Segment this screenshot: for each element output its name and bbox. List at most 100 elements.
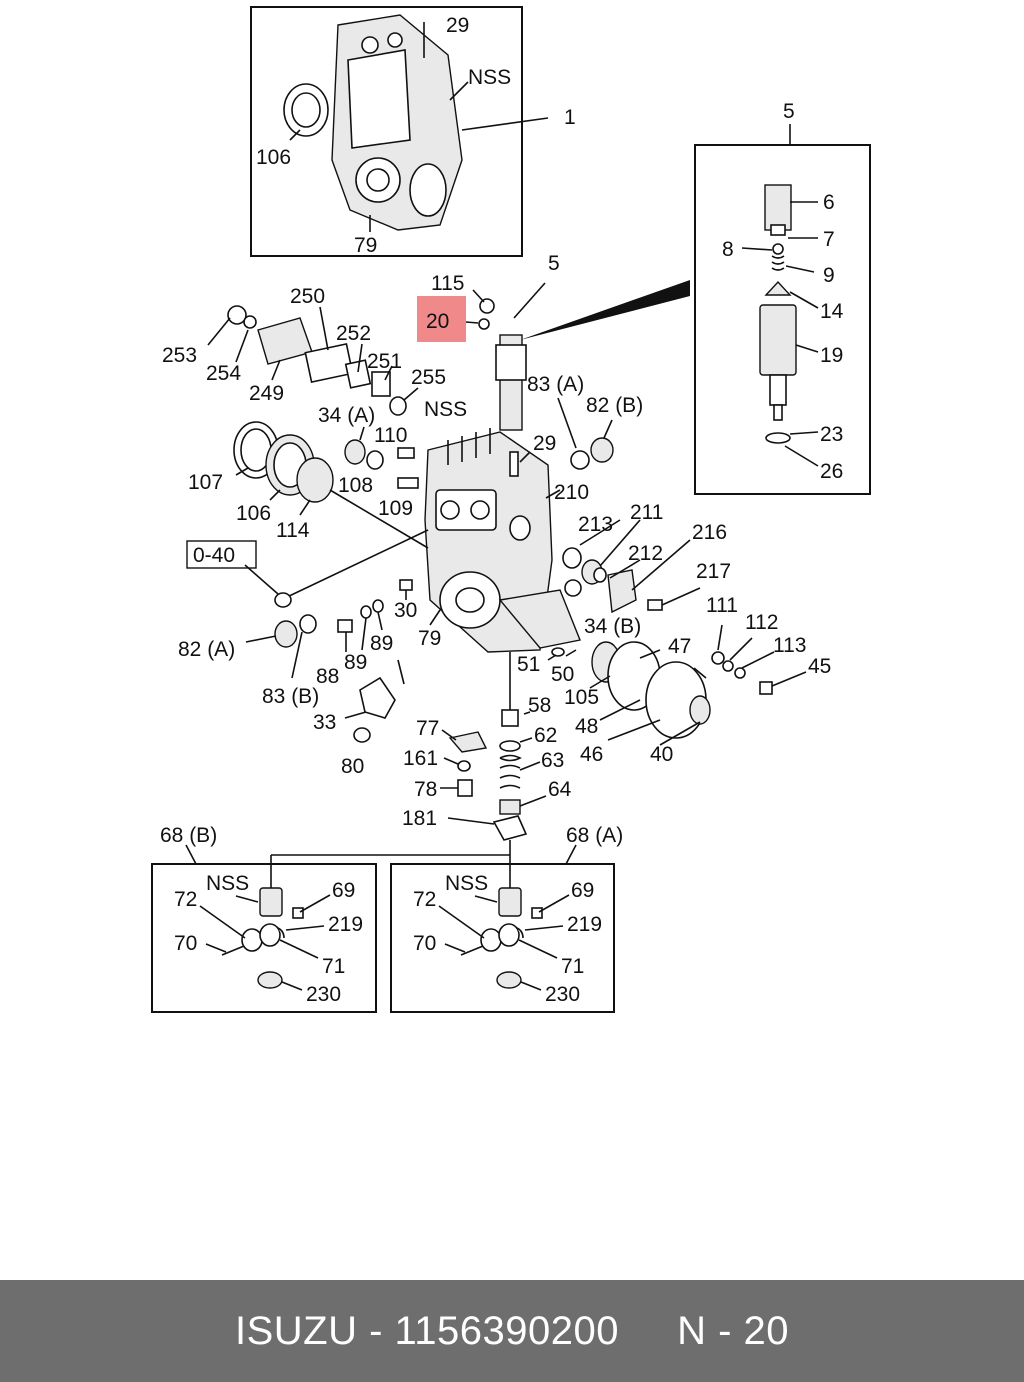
callout-78: 78 xyxy=(414,778,437,801)
callout-48: 48 xyxy=(575,715,598,738)
inset-b-callout-70: 70 xyxy=(174,932,197,955)
inset-a-callout-72: 72 xyxy=(413,888,436,911)
callout-50: 50 xyxy=(551,663,574,686)
callout-63: 63 xyxy=(541,749,564,772)
callout-213: 213 xyxy=(578,513,613,536)
inset-delivery-valve xyxy=(694,124,871,495)
callout-83a: 83 (A) xyxy=(527,373,584,396)
inset-a-callout-nss: NSS xyxy=(445,872,488,895)
callout-105: 105 xyxy=(564,686,599,709)
footer-separator: - xyxy=(357,1308,395,1353)
callout-46: 46 xyxy=(580,743,603,766)
callout-88: 88 xyxy=(316,665,339,688)
callout-89-b: 89 xyxy=(344,651,367,674)
callout-26: 26 xyxy=(820,460,843,483)
callout-211: 211 xyxy=(630,501,663,524)
inset-b-callout-230: 230 xyxy=(306,983,341,1006)
callout-nss-a: NSS xyxy=(468,66,511,89)
inset-a-callout-230: 230 xyxy=(545,983,580,1006)
callout-181: 181 xyxy=(402,807,437,830)
callout-216: 216 xyxy=(692,521,727,544)
callout-161: 161 xyxy=(403,747,438,770)
callout-5-b: 5 xyxy=(548,252,560,275)
inset-a-callout-69: 69 xyxy=(571,879,594,902)
callout-107: 107 xyxy=(188,471,223,494)
callout-251: 251 xyxy=(367,350,402,373)
footer-part-number: 1156390200 xyxy=(394,1308,620,1353)
callout-80: 80 xyxy=(341,755,364,778)
callout-64: 64 xyxy=(548,778,572,801)
callout-30: 30 xyxy=(394,599,417,622)
inset-b-callout-71: 71 xyxy=(322,955,345,978)
inset-b-callout-219: 219 xyxy=(328,913,363,936)
callout-79-b: 79 xyxy=(418,627,441,650)
callout-79-a: 79 xyxy=(354,234,377,257)
callout-7: 7 xyxy=(823,228,835,251)
inset-68a-tappet xyxy=(390,863,615,1013)
callout-89-a: 89 xyxy=(370,632,393,655)
callout-34b: 34 (B) xyxy=(584,615,641,638)
footer-page-label: N - 20 xyxy=(677,1308,790,1353)
callout-253: 253 xyxy=(162,344,197,367)
callout-210: 210 xyxy=(554,481,589,504)
callout-217: 217 xyxy=(696,560,731,583)
callout-77: 77 xyxy=(416,717,439,740)
callout-212: 212 xyxy=(628,542,663,565)
callout-0-40: 0-40 xyxy=(193,544,235,567)
highlight-box-part-20 xyxy=(417,296,466,342)
callout-82b: 82 (B) xyxy=(586,394,643,417)
callout-6: 6 xyxy=(823,191,835,214)
callout-33: 33 xyxy=(313,711,336,734)
callout-255: 255 xyxy=(411,366,446,389)
callout-19: 19 xyxy=(820,344,843,367)
inset-a-callout-71: 71 xyxy=(561,955,584,978)
callout-106-a: 106 xyxy=(256,146,291,169)
callout-040-box xyxy=(186,540,257,569)
callout-29-a: 29 xyxy=(446,14,469,37)
callout-254: 254 xyxy=(206,362,241,385)
callout-20: 20 xyxy=(426,310,449,333)
callout-108: 108 xyxy=(338,474,373,497)
inset-b-callout-nss: NSS xyxy=(206,872,249,895)
callout-113: 113 xyxy=(773,634,806,657)
callout-82a: 82 (A) xyxy=(178,638,235,661)
callout-106-b: 106 xyxy=(236,502,271,525)
callout-110: 110 xyxy=(374,424,407,447)
inset-pointer-wedge xyxy=(520,280,690,340)
callout-62: 62 xyxy=(534,724,557,747)
inset-pump-housing xyxy=(250,6,549,257)
inset-b-callout-72: 72 xyxy=(174,888,197,911)
part-number-footer: ISUZU - 1156390200 N - 20 xyxy=(0,1280,1024,1382)
callout-40: 40 xyxy=(650,743,673,766)
callout-68b: 68 (B) xyxy=(160,824,217,847)
callout-249: 249 xyxy=(249,382,284,405)
exploded-parts-diagram: 29 NSS 1 106 79 5 6 7 8 9 14 19 23 26 xyxy=(151,6,871,1013)
callout-23: 23 xyxy=(820,423,843,446)
callout-83b: 83 (B) xyxy=(262,685,319,708)
footer-brand: ISUZU xyxy=(234,1308,358,1353)
callout-29-b: 29 xyxy=(533,432,556,455)
inset-a-callout-70: 70 xyxy=(413,932,436,955)
callout-34a: 34 (A) xyxy=(318,404,375,427)
callout-114: 114 xyxy=(276,519,310,542)
callout-51: 51 xyxy=(517,653,540,676)
callout-1: 1 xyxy=(564,106,576,129)
callout-47: 47 xyxy=(668,635,691,658)
inset-68b-tappet xyxy=(151,863,377,1013)
callout-58: 58 xyxy=(528,694,551,717)
callout-45: 45 xyxy=(808,655,831,678)
inset-b-callout-69: 69 xyxy=(332,879,355,902)
callout-nss-b: NSS xyxy=(424,398,467,421)
callout-252: 252 xyxy=(336,322,371,345)
inset-a-callout-219: 219 xyxy=(567,913,602,936)
callout-68a: 68 (A) xyxy=(566,824,623,847)
callout-109: 109 xyxy=(378,497,413,520)
callout-8: 8 xyxy=(722,238,734,261)
callout-250: 250 xyxy=(290,285,325,308)
footer-gap xyxy=(619,1309,677,1354)
callout-14: 14 xyxy=(820,300,844,323)
callout-115: 115 xyxy=(431,272,464,295)
callout-9: 9 xyxy=(823,264,835,287)
main-pump-body xyxy=(207,282,807,888)
callout-111: 111 xyxy=(706,594,738,617)
